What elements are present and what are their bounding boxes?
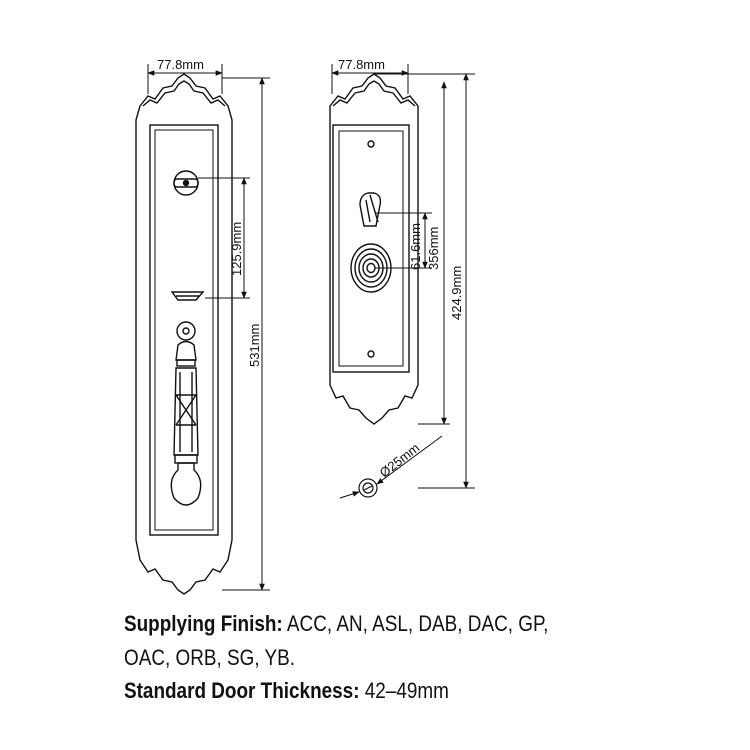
front-plate-outline <box>135 73 233 595</box>
cylinder-detail <box>339 435 443 499</box>
finish-values-line1: ACC, AN, ASL, DAB, DAC, GP, <box>282 611 549 636</box>
back-width-label: 77.8mm <box>338 57 385 72</box>
front-spacing-label: 125.9mm <box>229 222 244 276</box>
finish-line-1: Supplying Finish: ACC, AN, ASL, DAB, DAC… <box>124 610 548 638</box>
back-spacing-label: 61.6mm <box>408 223 423 270</box>
thickness-value: 42–49mm <box>359 678 449 703</box>
handle-icon <box>170 321 202 506</box>
back-center-label: 356mm <box>426 227 441 270</box>
front-height-label: 531mm <box>247 324 262 367</box>
thumb-lever-icon <box>359 192 382 227</box>
front-width-label: 77.8mm <box>157 57 204 72</box>
front-dimensions <box>147 64 270 591</box>
screw-bottom-icon <box>367 350 375 358</box>
thickness-line: Standard Door Thickness: 42–49mm <box>124 677 449 705</box>
back-dimensions <box>331 64 475 489</box>
cylinder-diameter-label: Ø25mm <box>377 440 423 480</box>
front-plate <box>135 73 233 595</box>
back-plate <box>329 73 419 425</box>
screw-top-icon <box>367 140 375 148</box>
finish-label: Supplying Finish: <box>124 611 283 636</box>
thumb-press-icon <box>170 291 205 301</box>
cylinder-icon <box>358 478 378 498</box>
back-height-label: 424.9mm <box>449 266 464 320</box>
finish-values-line2: OAC, ORB, SG, YB. <box>124 645 296 670</box>
technical-drawing: 77.8mm 125.9mm 531mm <box>135 57 475 595</box>
finish-line-2: OAC, ORB, SG, YB. <box>124 644 295 672</box>
thickness-label: Standard Door Thickness: <box>124 678 360 703</box>
back-plate-outline <box>329 73 419 425</box>
